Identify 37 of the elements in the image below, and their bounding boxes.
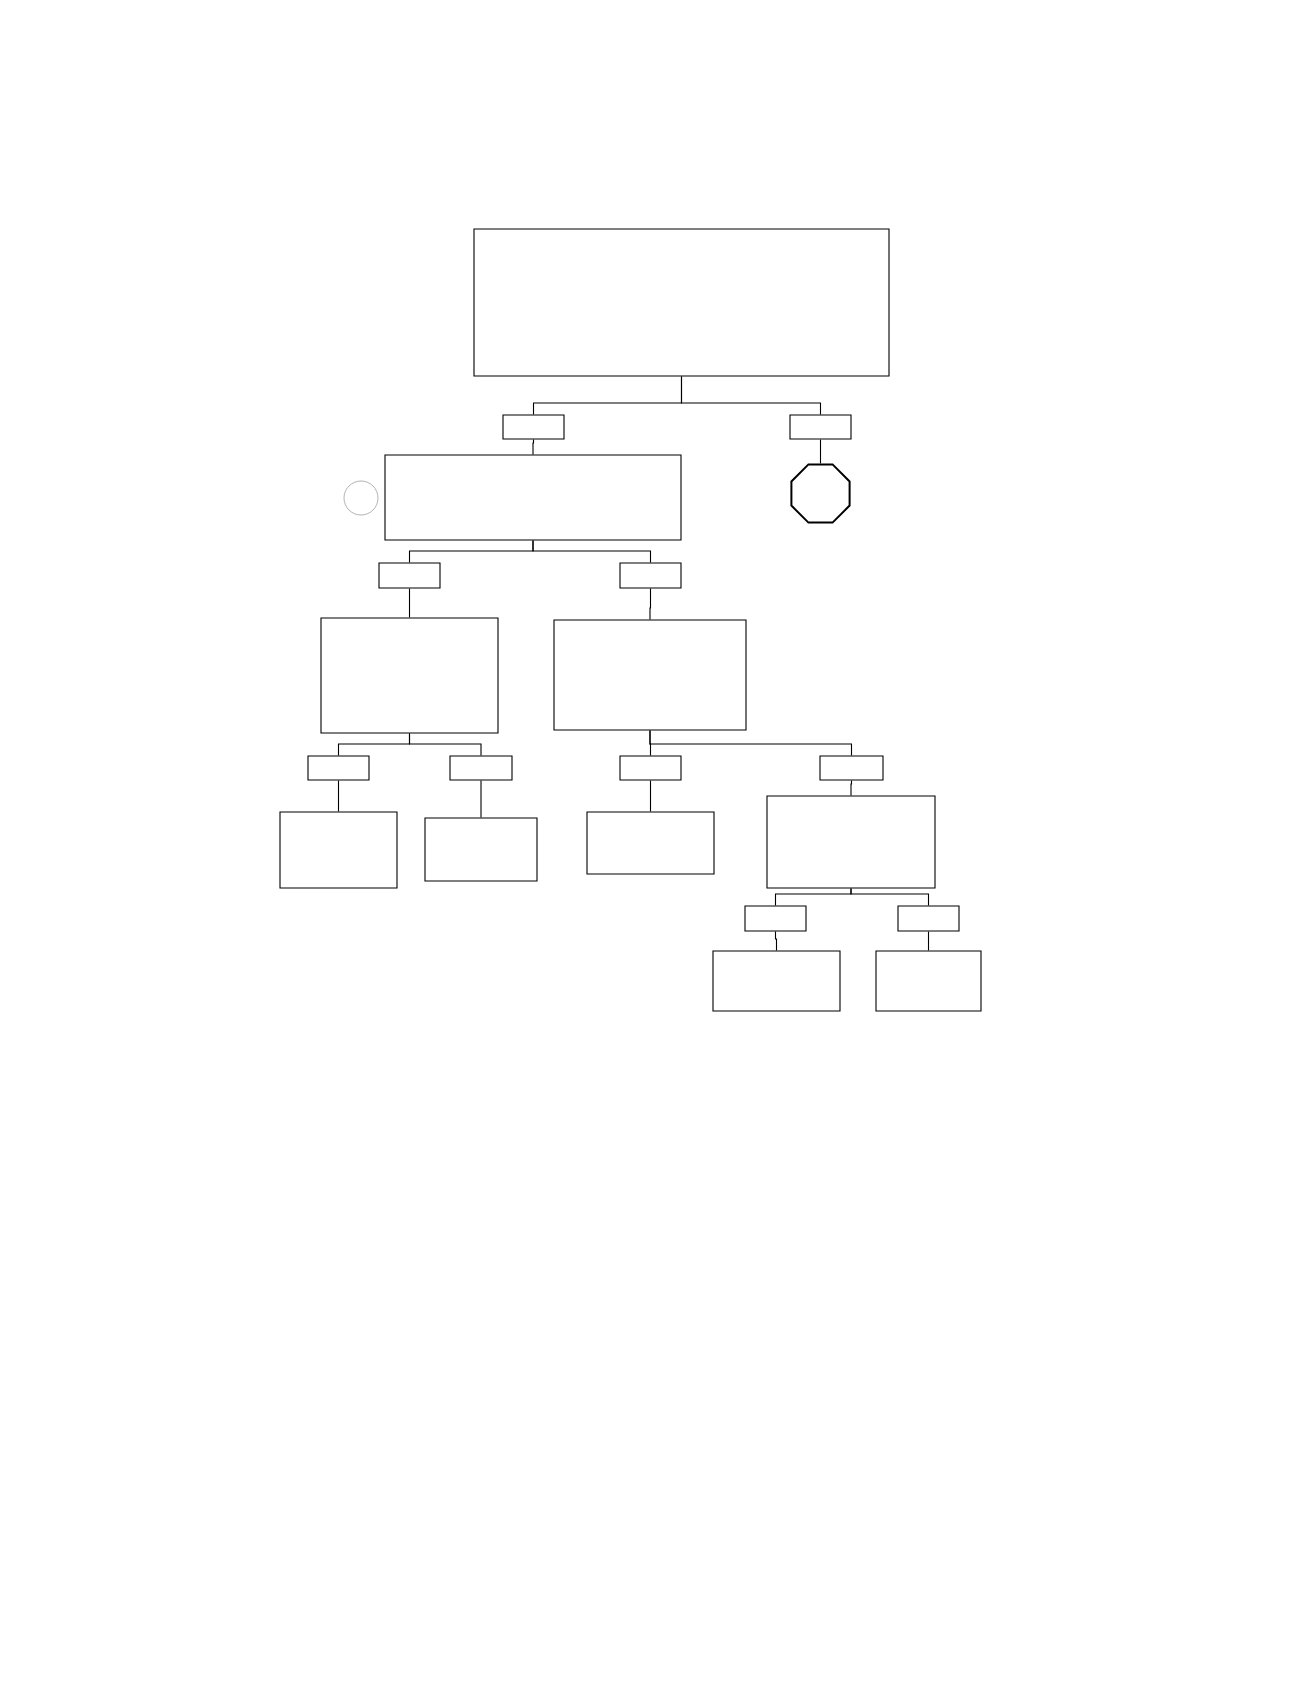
connector [927,931,930,951]
connector [819,439,822,464]
empty-box [307,755,370,781]
empty-box [378,562,441,589]
connector [680,376,822,415]
empty-box [744,905,807,932]
connector [337,780,340,812]
connector [774,931,778,951]
empty-octagon [790,463,851,524]
empty-box [449,755,513,781]
empty-box [619,562,682,589]
empty-box [279,811,398,889]
connector [532,540,652,563]
empty-box [619,755,682,781]
connector [408,733,482,756]
connector [649,780,652,812]
connector [408,588,411,618]
empty-box [502,414,565,440]
empty-circle [343,480,379,516]
empty-box [875,950,982,1012]
connector [850,888,930,906]
connector [649,730,853,756]
connector [532,439,535,455]
connector [850,780,853,796]
connector [480,780,482,818]
empty-box [553,619,747,731]
empty-box [384,454,682,541]
empty-box [789,414,852,440]
empty-box [897,905,960,932]
empty-box [586,811,715,875]
empty-box [819,755,884,781]
empty-box [712,950,841,1012]
empty-box [473,228,890,377]
empty-box [766,795,936,889]
empty-box [424,817,538,882]
empty-box [320,617,499,734]
connector [649,588,652,620]
